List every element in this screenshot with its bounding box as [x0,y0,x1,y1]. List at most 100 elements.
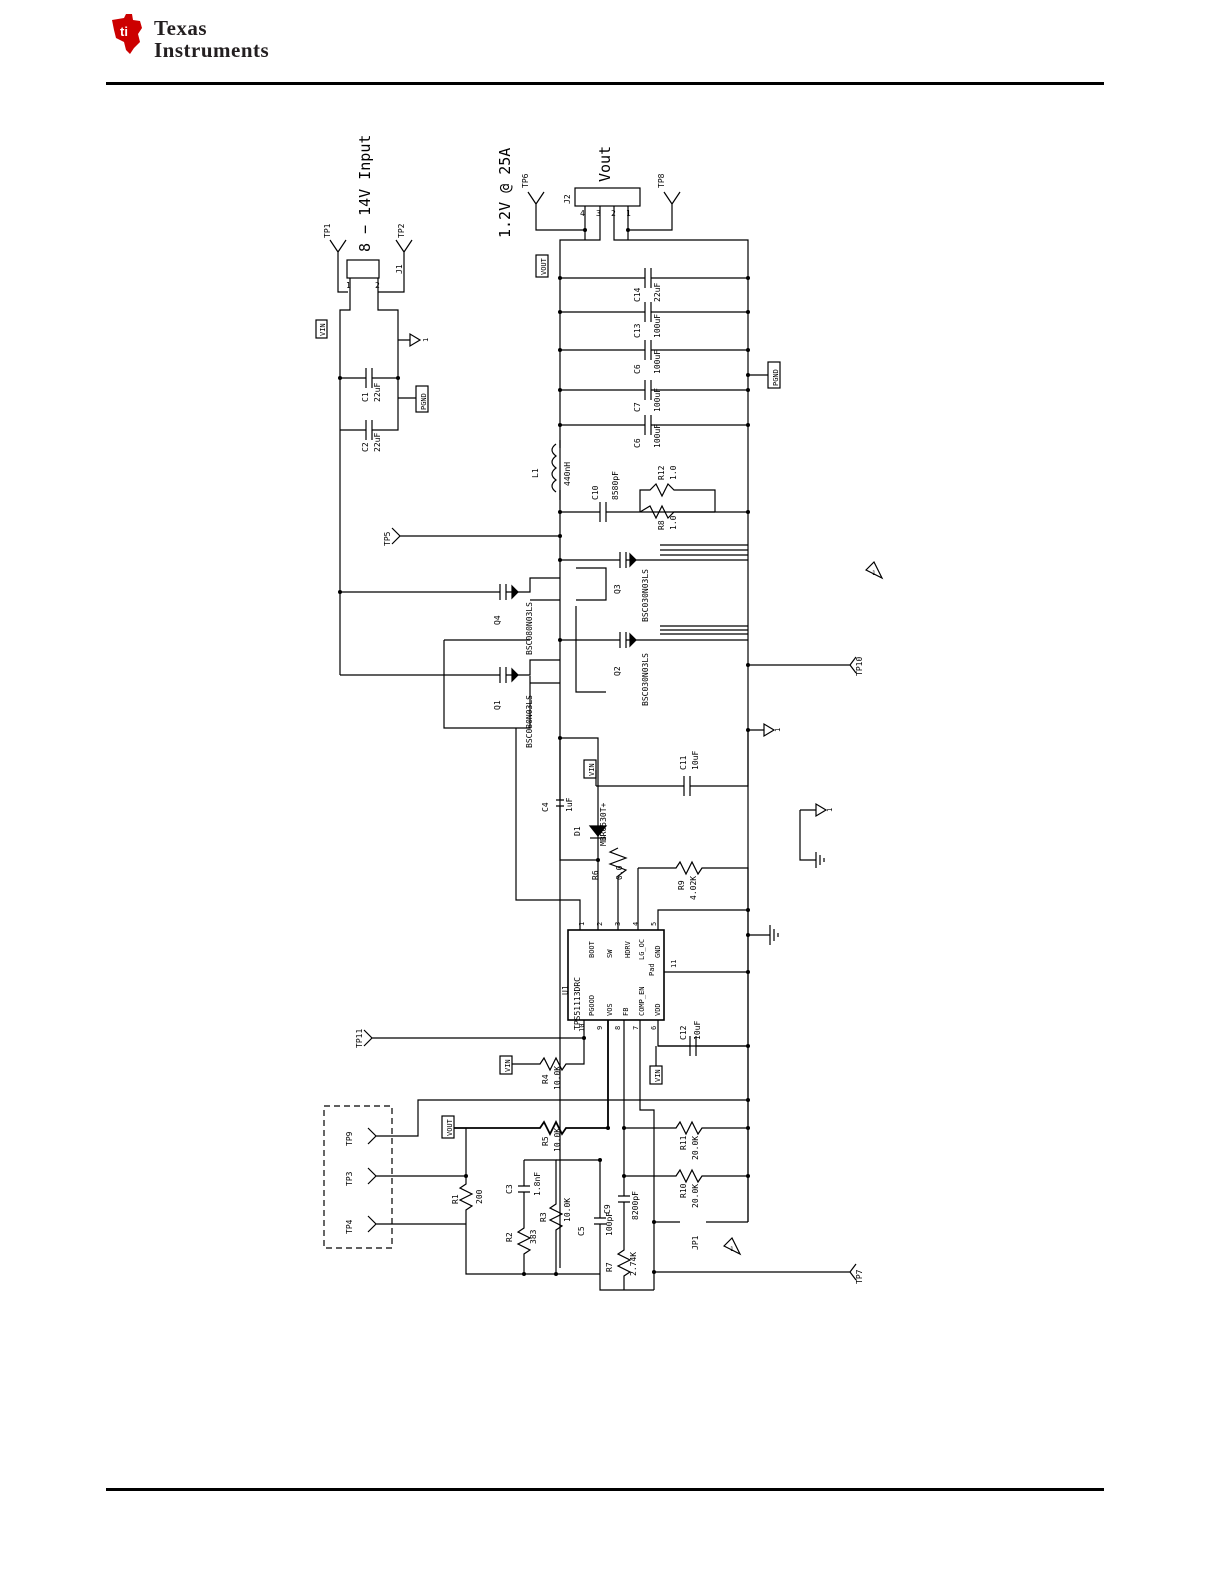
pin-sw: SW [606,949,614,958]
l1-value: 440nH [563,462,572,486]
c13-value: 100uF [653,314,662,338]
resistor-r1 [458,1128,600,1275]
output-capacitor-bank [560,268,748,435]
d1-label: D1 [573,826,582,836]
c10-r8-branch [560,502,748,522]
c9-r7-branch [616,1020,632,1290]
c2-symbol [340,420,399,440]
tp9-label: TP9 [345,1131,354,1146]
c3-value: 1.8nF [533,1172,542,1196]
vin-net-label: VIN [319,323,327,336]
mosfet-q3 [560,544,748,601]
resistor-r10 [624,1168,748,1184]
vin-net-flag-r4 [499,1055,513,1075]
vin-net-label-vdd: VIN [654,1069,662,1082]
c12-value: 10uF [693,1021,702,1040]
c9-label: C9 [603,1204,612,1214]
pin-pgood: PGOOD [588,995,596,1016]
pin-num-7: 7 [632,1026,640,1030]
r1-label: R1 [451,1194,460,1204]
ic-ground-wires [657,909,748,1047]
vin-net-label-r4: VIN [504,1059,512,1072]
earth-ground-icon [815,852,825,868]
header-rule [106,82,1104,85]
tp3-symbol [367,1167,466,1185]
note-mark-2: 1 [774,728,782,732]
j2-connector [574,187,641,207]
c12-label: C12 [679,1025,688,1040]
c5-label: C5 [577,1226,586,1236]
c3-label: C3 [505,1184,514,1194]
tp2-label: TP2 [397,223,406,238]
pin-vdd: VDD [654,1003,662,1016]
c2-label: C2 [361,442,370,452]
r12-label: R12 [657,465,666,480]
c14-label: C14 [633,287,642,302]
c11-label: C11 [679,755,688,770]
j1-connector [346,259,380,279]
r6-value: 0.0 [615,865,624,880]
j1-pin1: 1 [346,281,351,290]
tp1-symbol [329,239,348,293]
r10-value: 20.0K [691,1184,700,1208]
pin-num-3: 3 [614,922,622,926]
junction-dots [338,228,750,1276]
pgnd-net-label-input: PGND [420,393,428,410]
tp7-label: TP7 [855,1269,864,1284]
pin-num-11: 11 [670,960,678,968]
output-rails [559,206,749,1268]
pin-boot: BOOT [588,940,596,958]
r3-label: R3 [539,1212,548,1222]
r6-label: R6 [591,870,600,880]
note-mark-3: 1 [826,808,834,812]
r4-label: R4 [541,1074,550,1084]
tp11-symbol [363,1020,585,1047]
tp5-symbol [391,527,560,545]
resistor-r4 [512,1038,585,1072]
c11-value: 10uF [691,751,700,770]
test-point-group-box [323,1105,393,1249]
c1-value: 22uF [373,383,382,402]
tp1-label: TP1 [323,223,332,238]
pin-pad: Pad [648,963,656,976]
vout-net-flag-top [535,254,549,278]
output-rating: 1.2V @ 25A [496,148,514,238]
brand-line-1: Texas [154,16,208,40]
ic-u1 [567,929,665,1021]
d1-value: MBR0530T+ [599,802,608,846]
r8-label: R8 [657,520,666,530]
note-triangle-2-text: 1 [730,1246,734,1253]
c1-label: C1 [361,392,370,402]
c4-label: C4 [541,802,550,812]
pin-num-5: 5 [650,922,658,926]
tp3-label: TP3 [345,1171,354,1186]
j2-label: J2 [563,194,572,204]
c10-label: C10 [591,485,600,500]
c3-r2-branch [516,1160,532,1274]
vout-net-label-top: VOUT [540,257,548,275]
resistor-r9 [637,860,749,1222]
pin-num-2: 2 [596,922,604,926]
pin-num-6: 6 [650,1026,658,1030]
u1-value: TPS51113DRC [573,977,582,1030]
note-triangle-1-text: 1 [872,570,876,577]
tp8-label: TP8 [657,173,666,188]
r5-label: R5 [541,1136,550,1146]
c4-symbol [556,799,598,861]
mosfet-q4 [340,577,560,601]
c8-value: 100uF [653,424,662,448]
r3-value: 10.0K [563,1198,572,1222]
pgnd-input-rail [377,278,399,420]
comp-en-wire [639,1020,655,1290]
tp7-symbol [654,1263,857,1281]
company-logo: ti Texas Instruments [106,12,306,62]
c8-label: C6 [633,438,642,448]
r5-value: 10.0K [553,1128,562,1152]
resistor-r5 [454,1020,609,1137]
pin-comp-en: COMP_EN [638,986,646,1016]
r8-r12-resistors [639,482,716,520]
c12-symbol [658,1036,748,1056]
r8-value: 1.0 [669,515,678,530]
pgnd-net-flag-input [415,385,429,413]
r2-label: R2 [505,1232,514,1242]
